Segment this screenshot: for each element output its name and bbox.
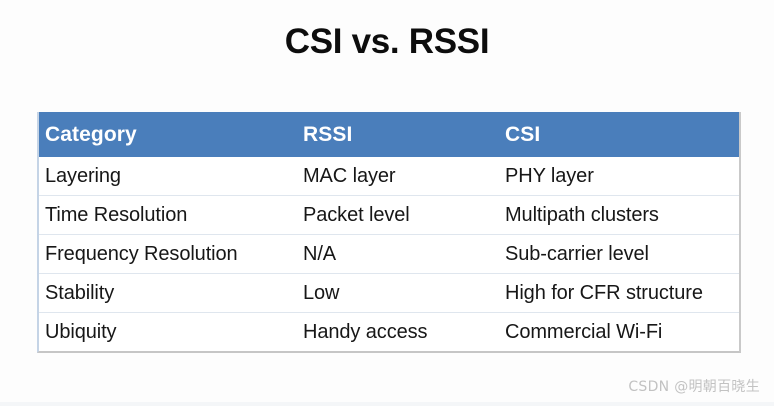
cell-csi: High for CFR structure xyxy=(499,273,739,313)
column-header-rssi: RSSI xyxy=(297,112,499,157)
column-header-csi: CSI xyxy=(499,112,739,157)
bottom-edge-strip xyxy=(0,402,774,406)
cell-csi: Commercial Wi-Fi xyxy=(499,312,739,351)
cell-category: Time Resolution xyxy=(39,195,297,235)
table-header-row: Category RSSI CSI xyxy=(39,112,739,157)
table-row: Layering MAC layer PHY layer xyxy=(39,157,739,196)
cell-category: Ubiquity xyxy=(39,312,297,351)
cell-rssi: MAC layer xyxy=(297,157,499,196)
watermark-label: CSDN @明朝百晓生 xyxy=(628,379,760,395)
cell-csi: Sub-carrier level xyxy=(499,234,739,274)
cell-category: Frequency Resolution xyxy=(39,234,297,274)
table-row: Stability Low High for CFR structure xyxy=(39,273,739,313)
cell-rssi: Low xyxy=(297,273,499,313)
table-body: Layering MAC layer PHY layer Time Resolu… xyxy=(39,157,739,351)
comparison-table: Category RSSI CSI Layering MAC layer PHY… xyxy=(39,112,739,351)
table-row: Frequency Resolution N/A Sub-carrier lev… xyxy=(39,234,739,274)
cell-rssi: Handy access xyxy=(297,312,499,351)
table-row: Time Resolution Packet level Multipath c… xyxy=(39,195,739,235)
cell-rssi: N/A xyxy=(297,234,499,274)
comparison-table-container: Category RSSI CSI Layering MAC layer PHY… xyxy=(37,112,741,353)
page-title: CSI vs. RSSI xyxy=(284,22,490,61)
cell-rssi: Packet level xyxy=(297,195,499,235)
cell-category: Layering xyxy=(39,157,297,196)
table-row: Ubiquity Handy access Commercial Wi-Fi xyxy=(39,312,739,351)
table-header: Category RSSI CSI xyxy=(39,112,739,157)
column-header-category: Category xyxy=(39,112,297,157)
cell-category: Stability xyxy=(39,273,297,313)
cell-csi: Multipath clusters xyxy=(499,195,739,235)
cell-csi: PHY layer xyxy=(499,157,739,196)
